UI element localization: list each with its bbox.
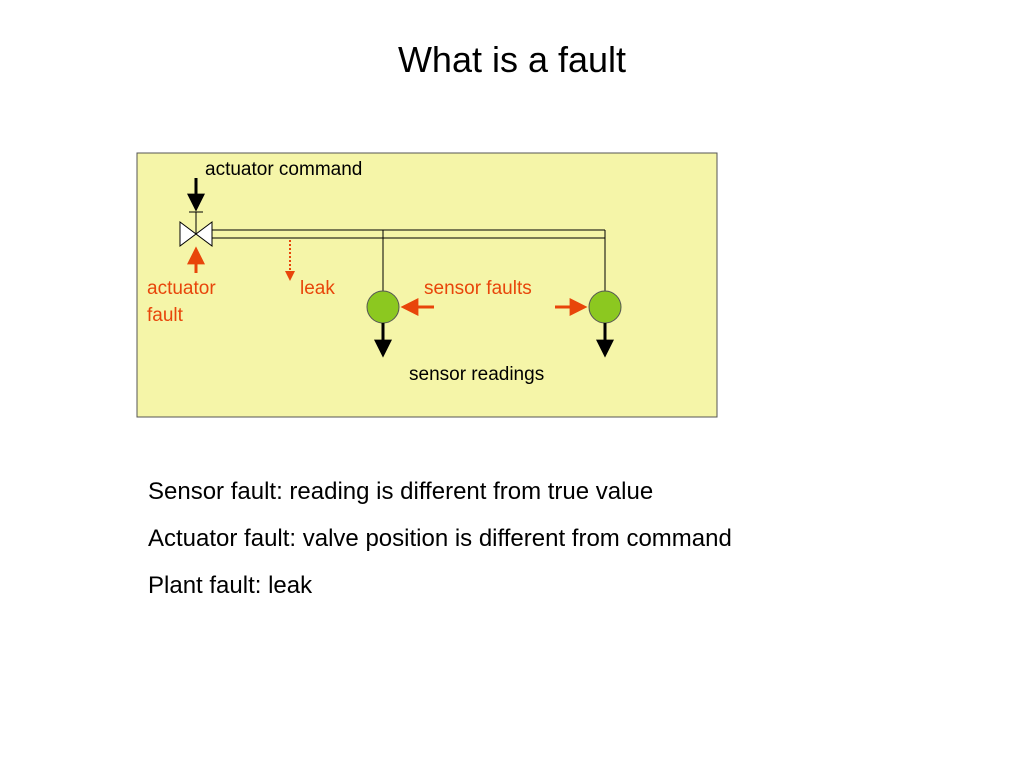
pipe: [212, 229, 606, 239]
fault-definitions-list: Sensor fault: reading is different from …: [148, 468, 732, 609]
actuator-command-label: actuator command: [205, 159, 362, 180]
list-item: Plant fault: leak: [148, 572, 313, 599]
valve-icon: [179, 221, 213, 247]
sensor-1-icon: [366, 290, 400, 324]
sensor-2-icon: [588, 290, 622, 324]
list-item: Actuator fault: valve position is differ…: [148, 525, 732, 552]
actuator-fault-label-line1: actuator: [147, 278, 216, 299]
actuator-fault-label-line2: fault: [147, 305, 184, 326]
leak-label: leak: [300, 278, 335, 299]
list-item: Sensor fault: reading is different from …: [148, 478, 654, 505]
slide-title: What is a fault: [397, 39, 627, 80]
sensor-faults-label: sensor faults: [424, 278, 532, 299]
sensor-readings-label: sensor readings: [409, 364, 544, 385]
diagram-panel: [136, 152, 718, 418]
